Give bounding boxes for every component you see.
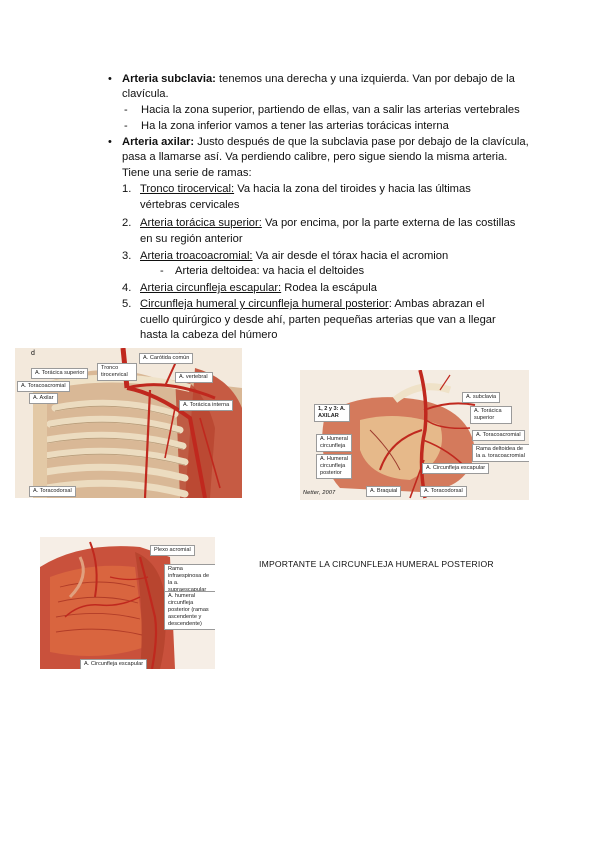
label-toracica-superior: A. Torácica superior	[31, 368, 89, 379]
label-toracica-superior-2: A. Torácica superior	[470, 406, 512, 424]
list-item-toracica-superior-cont: en su región anterior	[140, 233, 243, 245]
label-subclavia: A. subclavia	[462, 392, 501, 403]
posterior-shoulder-illustration	[40, 537, 215, 669]
label-toracodorsal: A. Toracodorsal	[29, 486, 76, 497]
label-plexo-acromial: Plexo acromial	[150, 545, 195, 556]
dash-marker: -	[160, 265, 164, 277]
list-number: 3.	[122, 250, 132, 262]
label-vertebral: A. vertebral	[175, 372, 213, 383]
list-subitem-deltoidea: Arteria deltoidea: va hacia el deltoides	[175, 265, 365, 277]
label-circunfleja-escapular-3: A. Circunfleja escapular	[80, 659, 148, 669]
important-note: IMPORTANTE LA CIRCUNFLEJA HUMERAL POSTER…	[259, 559, 494, 569]
anatomy-figure-thorax: d A. Carótida común A. Torácica superior…	[15, 348, 242, 498]
list-number: 1.	[122, 183, 132, 195]
bullet-subclavia-line2: clavícula.	[122, 88, 169, 100]
label-humeral-circunfleja-posterior: A. Humeral circunfleja posterior	[316, 454, 352, 479]
list-item-circunfleja-humeral: Circunfleja humeral y circunfleja humera…	[140, 298, 485, 310]
label-toracoacromial-2: A. Toracoacromial	[472, 430, 525, 441]
bullet-axilar-line2: pasa a llamarse así. Va perdiendo calibr…	[122, 151, 508, 163]
label-axilar: A. Axilar	[29, 393, 58, 404]
list-item-tirocervical-cont: vértebras cervicales	[140, 199, 240, 211]
list-number: 5.	[122, 298, 132, 310]
label-circunfleja-escapular-2: A. Circunfleja escapular	[422, 463, 490, 474]
label-humeral-circunfleja-posterior-3: A. humeral circunfleja posterior (ramas …	[164, 591, 215, 630]
list-item-circunfleja-humeral-cont2: hasta la cabeza del húmero	[140, 329, 278, 341]
bullet-axilar-line3: Tiene una serie de ramas:	[122, 167, 252, 179]
subclavia-detail-2: Ha la zona inferior vamos a tener las ar…	[141, 120, 449, 132]
label-rama-deltoidea: Rama deltoidea de la a. toracoacromial	[472, 444, 529, 462]
list-item-tirocervical: Tronco tirocervical: Va hacia la zona de…	[140, 183, 471, 195]
label-braquial: A. Braquial	[366, 486, 402, 497]
list-item-circunfleja-escapular: Arteria circunfleja escapular: Rodea la …	[140, 282, 377, 294]
bullet-dot: •	[108, 73, 112, 85]
anatomy-figure-posterior-shoulder: Plexo acromial Rama infraespinosa de la …	[40, 537, 215, 669]
subclavia-detail-1: Hacia la zona superior, partiendo de ell…	[141, 104, 520, 116]
list-item-troacoacromial: Arteria troacoacromial: Va air desde el …	[140, 250, 449, 262]
bullet-subclavia-line1: Arteria subclavia: tenemos una derecha y…	[122, 73, 515, 85]
label-tronco-tirocervical: Tronco tirocervical	[97, 363, 137, 381]
dash-marker: -	[124, 104, 128, 116]
bullet-axilar-line1: Arteria axilar: Justo después de que la …	[122, 136, 529, 148]
term-axilar: Arteria axilar:	[122, 136, 195, 148]
dash-marker: -	[124, 120, 128, 132]
list-number: 4.	[122, 282, 132, 294]
list-item-toracica-superior: Arteria torácica superior: Va por encima…	[140, 217, 516, 229]
label-carotida: A. Carótida común	[139, 353, 194, 364]
label-axilar-segments: 1, 2 y 3: A. AXILAR	[314, 404, 350, 422]
figure-corner-mark: d	[31, 350, 36, 357]
label-toracodorsal-2: A. Toracodorsal	[420, 486, 467, 497]
label-rama-infraespinosa: Rama infraespinosa de la a. supraescapul…	[164, 564, 215, 596]
term-subclavia: Arteria subclavia:	[122, 73, 216, 85]
figure-credit: Netter, 2007	[303, 490, 336, 496]
label-humeral-circunfleja: A. Humeral circunfleja	[316, 434, 352, 452]
label-toracoacromial: A. Toracoacromial	[17, 381, 70, 392]
bullet-dot: •	[108, 136, 112, 148]
label-toracica-interna: A. Torácica interna	[179, 400, 234, 411]
list-item-circunfleja-humeral-cont: cuello quirúrgico y desde ahí, parten pe…	[140, 314, 496, 326]
list-number: 2.	[122, 217, 132, 229]
anatomy-figure-shoulder: A. subclavia A. Torácica superior A. Tor…	[300, 370, 529, 500]
